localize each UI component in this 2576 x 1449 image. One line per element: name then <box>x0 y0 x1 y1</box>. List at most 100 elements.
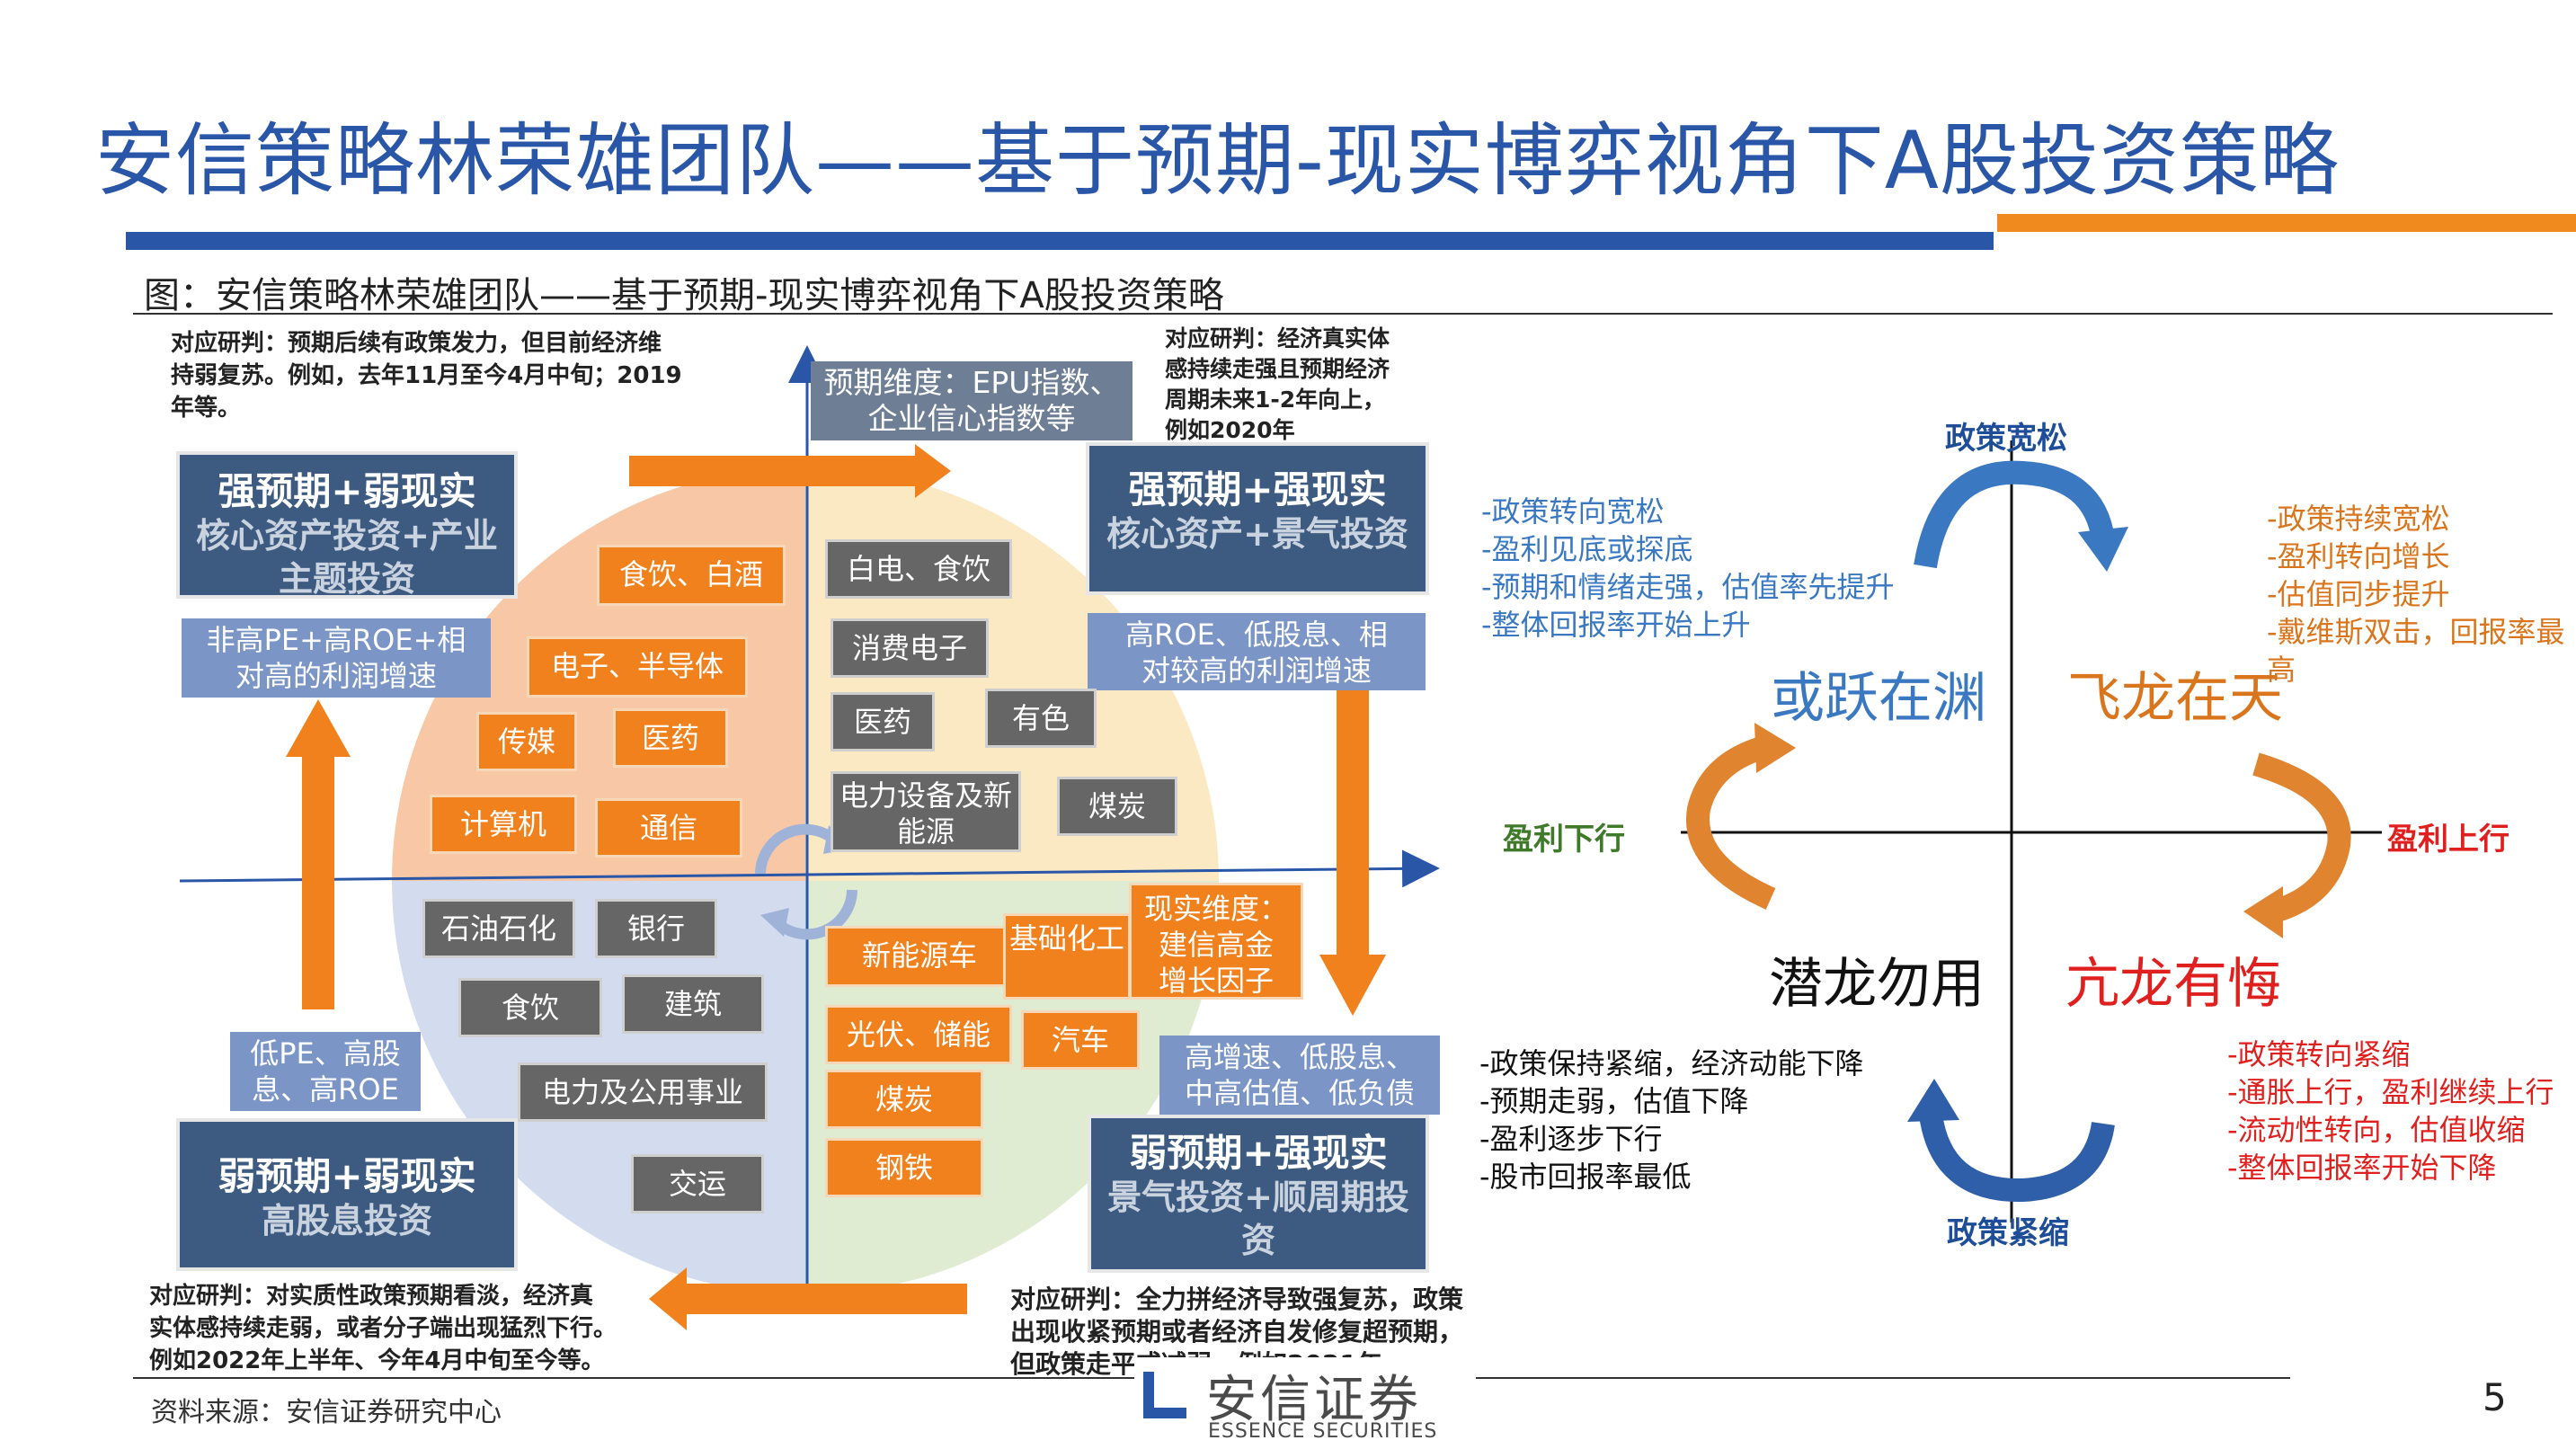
list-item: -预期和情绪走强，估值率先提升 <box>1481 570 1895 604</box>
label-line: 息、高ROE <box>252 1072 399 1107</box>
sector-box: 通信 <box>595 798 742 858</box>
note-line: 实体感持续走弱，或者分子端出现猛烈下行。 <box>149 1315 617 1342</box>
label-line: 企业信心指数等 <box>867 401 1076 436</box>
flow-arrow-left <box>649 1267 967 1330</box>
arc-arrow-right <box>2252 752 2351 923</box>
sector-box: 消费电子 <box>831 618 989 678</box>
title-underline-blue <box>126 232 1994 250</box>
note-line: 年等。 <box>171 395 242 422</box>
list-item: -估值同步提升 <box>2267 577 2450 611</box>
quadrant-subtitle: 主题投资 <box>278 559 415 599</box>
label-line: 非高PE+高ROE+相 <box>206 623 466 657</box>
center-cycle-icon <box>755 823 857 940</box>
sector-box: 医药 <box>831 692 935 751</box>
quadrant-title: 强预期+弱现实 <box>218 469 476 513</box>
arc-arrow-left <box>1686 736 1776 910</box>
quadrant-weak-expectation-weak-reality: 弱预期+弱现实 高股息投资 <box>176 1118 518 1271</box>
note-top-right: 对应研判：经济真实体 感持续走强且预期经济 周期未来1-2年向上， 例如2020… <box>1165 324 1390 446</box>
factor-label-q2: 高ROE、低股息、相 对较高的利润增速 <box>1088 613 1426 690</box>
arc-arrow-top <box>1914 460 2115 569</box>
phrase-bottom-right: 亢龙有悔 <box>2065 953 2281 1016</box>
note-bottom-left: 对应研判：对实质性政策预期看淡，经济真 实体感持续走弱，或者分子端出现猛烈下行。… <box>149 1280 617 1377</box>
note-line: 对应研判：全力拼经济导致强复苏，政策 <box>1010 1285 1464 1314</box>
sector-box: 新能源车 <box>825 926 1014 987</box>
factor-label-q3: 低PE、高股 息、高ROE <box>230 1032 421 1111</box>
list-top-left: -政策转向宽松 -盈利见底或探底 -预期和情绪走强，估值率先提升 -整体回报率开… <box>1481 493 1895 644</box>
sector-box: 有色 <box>985 689 1097 748</box>
sector-box: 电力及公用事业 <box>518 1062 768 1122</box>
sector-box: 食饮、白酒 <box>597 545 786 606</box>
label-line: 预期维度：EPU指数、 <box>823 365 1120 400</box>
list-item: -戴维斯双击，回报率最高 <box>2267 615 2565 687</box>
reality-axis-label: 现实维度： 建信高金 增长因子 <box>1129 883 1303 1000</box>
sector-box: 煤炭 <box>1057 777 1177 836</box>
label-line: 高ROE、低股息、相 <box>1125 618 1388 652</box>
list-bottom-right: -政策转向紧缩 -通胀上行，盈利继续上行 -流动性转向，估值收缩 -整体回报率开… <box>2227 1036 2554 1187</box>
phrase-top-left: 或跃在渊 <box>1771 667 1986 730</box>
list-item: -政策持续宽松 <box>2267 502 2450 536</box>
sector-box: 建筑 <box>622 974 764 1034</box>
figure-title-divider <box>133 313 2553 315</box>
quadrant-subtitle: 核心资产投资+产业 <box>196 516 498 556</box>
sector-box: 光伏、储能 <box>825 1005 1012 1064</box>
quadrant-subtitle: 景气投资+顺周期投 <box>1107 1178 1409 1217</box>
axis-label-left: 盈利下行 <box>1503 822 1625 858</box>
sector-box: 基础化工 <box>1003 913 1131 1000</box>
list-item: -通胀上行，盈利继续上行 <box>2227 1075 2554 1109</box>
list-item: -政策转向宽松 <box>1481 494 1665 529</box>
list-item: -盈利见底或探底 <box>1481 532 1693 566</box>
note-line: 出现收紧预期或者经济自发修复超预期， <box>1010 1317 1464 1347</box>
note-line: 周期未来1-2年向上， <box>1165 387 1386 413</box>
list-top-right: -政策持续宽松 -盈利转向增长 -估值同步提升 -戴维斯双击，回报率最高 <box>2267 500 2576 689</box>
title-underline-orange <box>1997 214 2576 232</box>
label-line: 增长因子 <box>1158 964 1274 998</box>
sector-box: 钢铁 <box>825 1138 983 1197</box>
list-item: -预期走弱，估值下降 <box>1479 1084 1749 1118</box>
sector-box: 汽车 <box>1021 1010 1140 1070</box>
quadrant-title: 强预期+强现实 <box>1128 467 1387 511</box>
factor-label-q1: 非高PE+高ROE+相 对高的利润增速 <box>182 618 491 698</box>
note-line: 持弱复苏。例如，去年11月至今4月中旬；2019 <box>171 362 682 389</box>
axis-label-top: 政策宽松 <box>1945 421 2067 457</box>
note-line: 对应研判：预期后续有政策发力，但目前经济维 <box>171 330 662 357</box>
logo-mark-icon <box>1143 1372 1186 1418</box>
right-diagram-graphics <box>1681 440 2382 1222</box>
list-item: -政策转向紧缩 <box>2227 1037 2411 1071</box>
sector-box: 煤炭 <box>825 1070 983 1129</box>
logo-cn-text: 安信证券 <box>1206 1371 1422 1429</box>
axis-label-right: 盈利上行 <box>2387 822 2509 858</box>
quadrant-title: 弱预期+强现实 <box>1129 1131 1388 1175</box>
label-line: 低PE、高股 <box>250 1036 401 1071</box>
quadrant-subtitle: 高股息投资 <box>261 1201 432 1240</box>
note-line: 例如2020年 <box>1165 417 1295 443</box>
flow-arrow-right <box>629 444 951 498</box>
sector-box: 食饮 <box>458 978 602 1037</box>
sector-box: 电子、半导体 <box>527 636 748 698</box>
list-item: -股市回报率最低 <box>1479 1160 1692 1194</box>
label-line: 对较高的利润增速 <box>1141 653 1372 688</box>
quadrant-title: 弱预期+弱现实 <box>218 1154 476 1198</box>
factor-label-q4: 高增速、低股息、 中高估值、低负债 <box>1159 1036 1440 1115</box>
sector-box: 电力设备及新能源 <box>831 771 1021 852</box>
note-top-left: 对应研判：预期后续有政策发力，但目前经济维 持弱复苏。例如，去年11月至今4月中… <box>171 327 682 424</box>
sector-box: 传媒 <box>476 712 577 771</box>
list-item: -整体回报率开始下降 <box>2227 1151 2497 1185</box>
quadrant-subtitle: 核心资产+景气投资 <box>1106 514 1408 554</box>
list-bottom-left: -政策保持紧缩，经济动能下降 -预期走弱，估值下降 -盈利逐步下行 -股市回报率… <box>1479 1045 1864 1196</box>
figure-title: 图：安信策略林荣雄团队——基于预期-现实博弈视角下A股投资策略 <box>144 275 1224 316</box>
label-line: 对高的利润增速 <box>235 659 437 693</box>
list-item: -流动性转向，估值收缩 <box>2227 1113 2526 1147</box>
quadrant-strong-expectation-weak-reality: 强预期+弱现实 核心资产投资+产业 主题投资 <box>176 451 518 599</box>
phrase-top-right: 飞龙在天 <box>2067 667 2283 730</box>
arc-arrow-bottom <box>1919 1112 2115 1203</box>
expectation-axis-label: 预期维度：EPU指数、 企业信心指数等 <box>811 361 1133 440</box>
note-line: 对应研判：对实质性政策预期看淡，经济真 <box>149 1283 594 1310</box>
list-item: -整体回报率开始上升 <box>1481 608 1751 642</box>
page-title: 安信策略林荣雄团队——基于预期-现实博弈视角下A股投资策略 <box>95 114 2340 207</box>
list-item: -盈利逐步下行 <box>1479 1122 1663 1156</box>
sector-box: 医药 <box>613 708 728 768</box>
sector-box: 银行 <box>595 899 717 958</box>
label-line: 中高估值、低负债 <box>1184 1076 1415 1110</box>
company-logo: 安信证券 ESSENCE SECURITIES <box>1134 1357 1476 1447</box>
list-item: -政策保持紧缩，经济动能下降 <box>1479 1046 1864 1080</box>
